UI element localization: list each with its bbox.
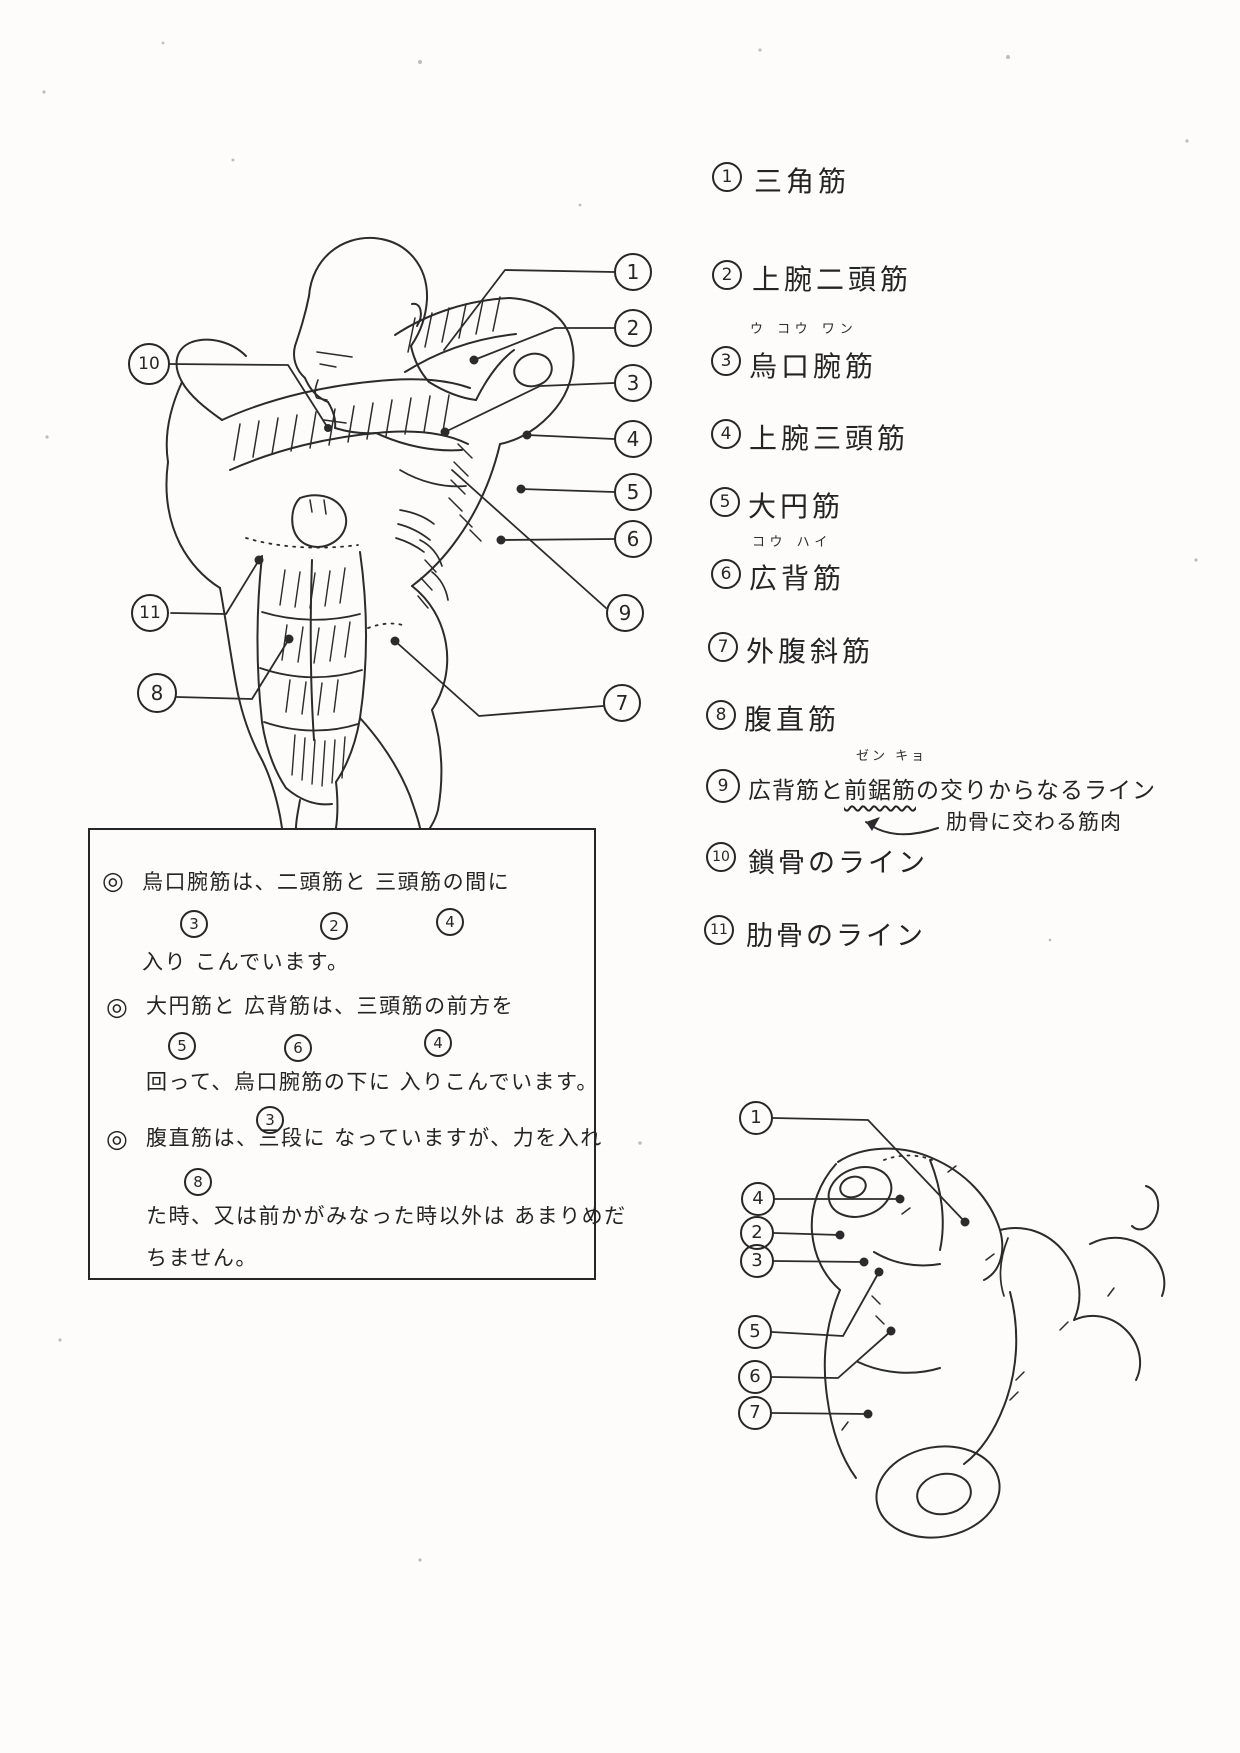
callout-small-6: 6 — [738, 1360, 772, 1394]
note-3-line3: ちません。 — [146, 1246, 258, 1270]
note-2-line1: 大円筋と 広背筋は、三頭筋の前方を — [146, 994, 515, 1018]
note-3-marker: ◎ — [106, 1124, 128, 1153]
leader-dots — [254, 355, 532, 646]
legend-label-8: 腹直筋 — [744, 703, 841, 736]
note-1-ref-3: 3 — [180, 910, 208, 938]
legend-label-6: 広背筋 — [749, 562, 846, 595]
legend-label-9-prefix: 広背筋と — [748, 778, 844, 804]
note-2-ref-4: 4 — [424, 1029, 452, 1057]
legend-num-9: 9 — [706, 769, 740, 803]
legend-annotation-9: 肋骨に交わる筋肉 — [946, 810, 1122, 834]
callout-main-4: 4 — [614, 420, 652, 458]
note-1-ref-4: 4 — [436, 908, 464, 936]
callout-main-5: 5 — [614, 473, 652, 511]
legend-num-8: 8 — [706, 700, 736, 730]
note-1-line1: 烏口腕筋は、二頭筋と 三頭筋の間に — [142, 870, 511, 894]
note-3-line1: 腹直筋は、三段に なっていますが、力を入れ — [146, 1126, 603, 1150]
legend-num-4: 4 — [711, 419, 741, 449]
callout-main-9: 9 — [606, 594, 644, 632]
callout-main-10: 10 — [128, 343, 170, 385]
note-1-ref-2: 2 — [320, 912, 348, 940]
note-3-ref-8: 8 — [184, 1168, 212, 1196]
note-2-ref-3: 3 — [256, 1106, 284, 1134]
hatch-arm-band — [233, 394, 450, 461]
callout-main-11: 11 — [131, 594, 169, 632]
hatch-groin — [291, 734, 346, 787]
callout-main-7: 7 — [603, 684, 641, 722]
legend-num-10: 10 — [706, 842, 736, 872]
callout-main-3: 3 — [614, 364, 652, 402]
legend-label-11: 肋骨のライン — [746, 921, 926, 952]
legend-label-9-suffix: の交りからなるライン — [916, 778, 1156, 804]
note-1-line2: 入り こんでいます。 — [142, 950, 350, 974]
callout-small-1: 1 — [739, 1101, 773, 1135]
legend-num-7: 7 — [708, 632, 738, 662]
callout-main-2: 2 — [614, 309, 652, 347]
legend-num-6: 6 — [711, 559, 741, 589]
legend-label-10: 鎖骨のライン — [748, 848, 928, 879]
legend-label-4: 上腕三頭筋 — [749, 422, 910, 455]
hatch-armpit — [417, 443, 482, 609]
legend-label-9-highlight: 前鋸筋 — [844, 778, 916, 804]
note-2-ref-6: 6 — [284, 1034, 312, 1062]
small-figure-drawing — [810, 1147, 1166, 1539]
legend-num-1: 1 — [712, 162, 742, 192]
main-figure-drawing — [165, 236, 575, 829]
callout-main-6: 6 — [614, 520, 652, 558]
callout-small-3: 3 — [740, 1244, 774, 1278]
note-3-line2: た時、又は前かがみなった時以外は あまりめだ — [146, 1204, 627, 1228]
legend-label-5: 大円筋 — [748, 490, 845, 523]
legend-label-3: 烏口腕筋 — [749, 350, 878, 383]
main-leader-lines — [168, 269, 615, 717]
callout-main-8: 8 — [137, 673, 177, 713]
legend-furigana-6: コウ ハイ — [752, 535, 833, 550]
note-2-marker: ◎ — [106, 992, 128, 1021]
legend-furigana-3: ウ コウ ワン — [750, 322, 858, 337]
annotation-arrow — [865, 817, 939, 836]
legend-label-9: 広背筋と前鋸筋の交りからなるライン — [748, 771, 1156, 805]
paper-specks — [42, 41, 1198, 1562]
legend-label-2: 上腕二頭筋 — [752, 263, 913, 296]
small-leader-lines — [771, 1117, 970, 1419]
legend-num-3: 3 — [711, 346, 741, 376]
hatch-small-figure — [841, 1165, 1115, 1431]
hatch-shoulder-band — [407, 296, 501, 353]
legend-num-2: 2 — [712, 260, 742, 290]
hatch-abs — [279, 567, 351, 716]
legend-num-5: 5 — [710, 487, 740, 517]
note-1-marker: ◎ — [102, 866, 124, 895]
legend-label-7: 外腹斜筋 — [746, 635, 875, 668]
callout-small-4: 4 — [741, 1182, 775, 1216]
callout-small-5: 5 — [738, 1315, 772, 1349]
note-2-ref-5: 5 — [168, 1032, 196, 1060]
legend-label-1: 三角筋 — [754, 165, 851, 198]
notes-box: ◎ 烏口腕筋は、二頭筋と 三頭筋の間に 3 2 4 入り こんでいます。 ◎ 大… — [88, 828, 625, 1280]
callout-small-7: 7 — [738, 1396, 772, 1430]
legend-num-11: 11 — [704, 915, 734, 945]
legend-furigana-9: ゼン キョ — [856, 749, 928, 764]
note-2-line2: 回って、烏口腕筋の下に 入りこんでいます。 — [146, 1070, 599, 1094]
callout-main-1: 1 — [614, 253, 652, 291]
